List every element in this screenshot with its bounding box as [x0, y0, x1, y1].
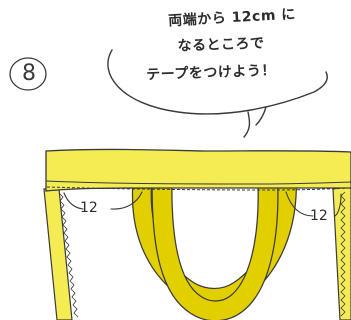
right-measure-guide [285, 191, 342, 217]
bag-fold-line [45, 180, 351, 185]
step-number: 8 [22, 61, 36, 86]
bag-dashed-stitch [46, 186, 351, 191]
handle-back [131, 187, 297, 308]
bag-left-side [43, 188, 73, 320]
left-measure-label: 12 [80, 200, 98, 216]
bag-top-band [45, 148, 351, 192]
speech-bubble-icon [107, 49, 328, 138]
right-measure-label: 12 [310, 208, 328, 224]
right-stitching [340, 191, 346, 317]
left-measure-guide [63, 191, 143, 210]
left-stitching [58, 192, 79, 318]
step-badge: 8 [9, 57, 49, 91]
circle-badge-icon [9, 57, 47, 91]
handle-front [151, 187, 279, 320]
